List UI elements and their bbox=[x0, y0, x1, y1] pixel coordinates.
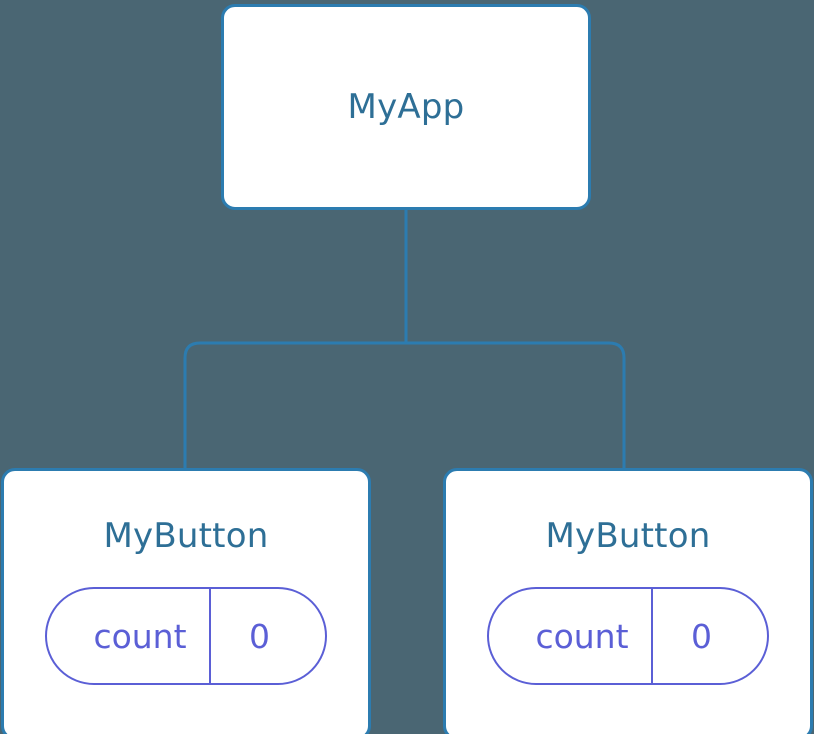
state-chip-count[interactable]: count 0 bbox=[487, 587, 769, 685]
component-node-title: MyButton bbox=[103, 516, 269, 556]
edge-to-child-left bbox=[183, 341, 406, 470]
state-chip-count[interactable]: count 0 bbox=[45, 587, 327, 685]
state-chip-key: count bbox=[93, 616, 187, 656]
component-node-mybutton-2[interactable]: MyButton count 0 bbox=[443, 468, 813, 734]
state-chip-value: 0 bbox=[650, 589, 767, 683]
state-chip-key: count bbox=[535, 616, 629, 656]
component-node-title: MyButton bbox=[545, 516, 711, 556]
edge-to-child-right bbox=[406, 341, 626, 470]
component-node-title: MyApp bbox=[347, 87, 465, 127]
component-node-myapp[interactable]: MyApp bbox=[221, 4, 591, 210]
component-node-mybutton-1[interactable]: MyButton count 0 bbox=[1, 468, 371, 734]
state-chip-value: 0 bbox=[208, 589, 325, 683]
